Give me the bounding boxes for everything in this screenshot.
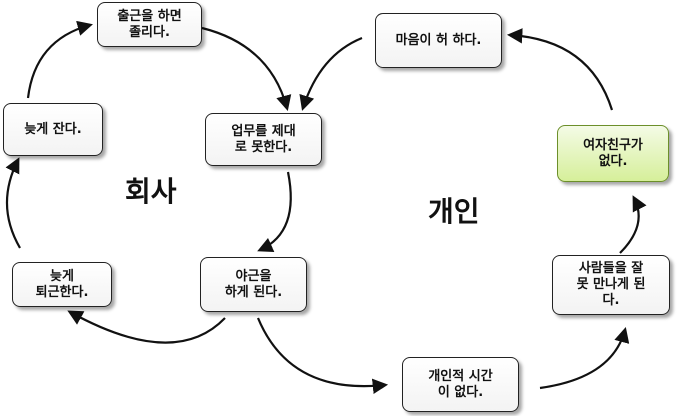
- company-label: 회사: [125, 175, 177, 208]
- node-cant-meet-people: 사람들을 잘 못 만나게 된 다.: [552, 255, 670, 315]
- arrow-leave-late-to-sleep-late: [5, 157, 21, 249]
- arrow-sleep-late-to-commute: [26, 20, 93, 99]
- arrow-commute-to-work: [201, 26, 292, 111]
- arrow-overtime-to-personal-time: [256, 317, 389, 394]
- node-commute-sleepy: 출근을 하면 졸리다.: [97, 2, 202, 47]
- arrow-meet-to-girlfriend: [619, 195, 647, 254]
- node-overtime: 야근을 하게 된다.: [200, 257, 307, 312]
- node-leave-late: 늦게 퇴근한다.: [12, 262, 112, 307]
- personal-label: 개인: [428, 195, 480, 228]
- node-heart-empty: 마음이 허 하다.: [375, 13, 502, 68]
- node-no-personal-time: 개인적 시간 이 없다.: [402, 357, 519, 412]
- node-work-poorly: 업무를 제대 로 못한다.: [205, 113, 322, 166]
- arrow-girlfriend-to-heart: [506, 28, 614, 111]
- arrow-personal-time-to-meet: [539, 327, 630, 390]
- arrow-heart-to-work: [299, 36, 363, 111]
- arrow-work-to-overtime: [257, 171, 292, 252]
- node-sleep-late: 늦게 잔다.: [3, 103, 103, 156]
- node-no-girlfriend: 여자친구가 없다.: [557, 125, 669, 182]
- arrow-overtime-to-leave-late: [67, 310, 226, 344]
